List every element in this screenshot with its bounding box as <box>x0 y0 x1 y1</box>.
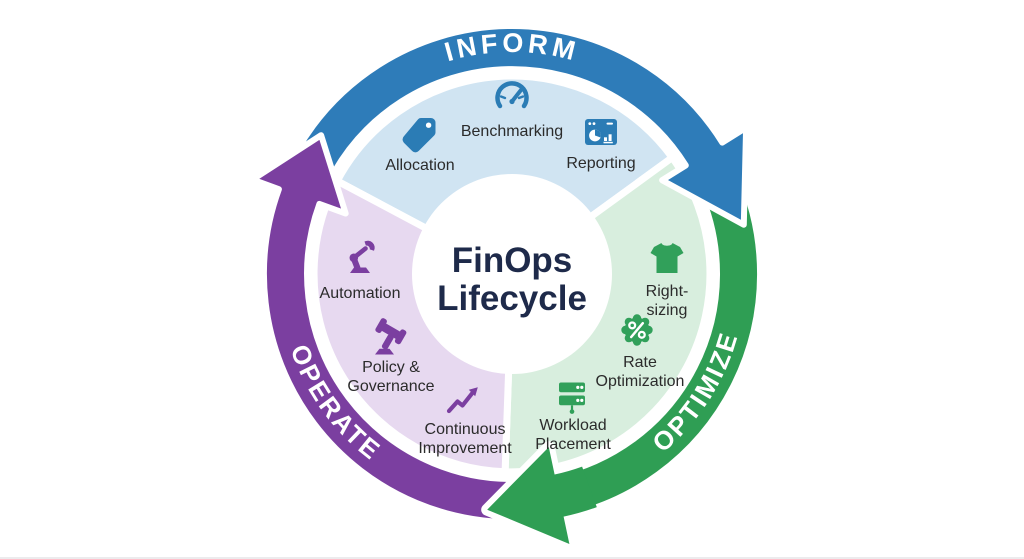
gauge-icon <box>495 81 529 109</box>
workload-placement-label-line1: Workload <box>539 417 606 434</box>
optimize-wedge <box>501 154 714 476</box>
item-reporting: Reporting <box>566 119 636 172</box>
policy-governance-label-line2: Governance <box>347 378 434 395</box>
inform-arrow-band <box>294 23 750 228</box>
policy-governance-label-line1: Policy & <box>362 359 420 376</box>
allocation-label: Allocation <box>385 157 454 174</box>
automation-label: Automation <box>320 285 401 302</box>
title-line2: Lifecycle <box>437 279 587 318</box>
right-sizing-label-line1: Right- <box>646 283 689 300</box>
right-sizing-label-line2: sizing <box>647 302 688 319</box>
item-rate-optimization: Rate Optimization <box>596 314 685 390</box>
item-policy-governance: Policy & Governance <box>347 318 435 395</box>
tshirt-icon <box>650 243 684 273</box>
item-allocation: Allocation <box>385 117 455 174</box>
gavel-icon <box>375 318 407 355</box>
trend-up-arrow-icon <box>446 387 478 414</box>
rate-optimization-label-line1: Rate <box>623 354 657 371</box>
workload-placement-label-line2: Placement <box>535 436 611 453</box>
tag-icon <box>402 117 436 153</box>
item-right-sizing: Right- sizing <box>646 243 689 319</box>
continuous-improvement-label-line1: Continuous <box>425 421 506 438</box>
robot-arm-icon <box>349 240 375 273</box>
percent-badge-icon <box>621 314 653 346</box>
item-automation: Automation <box>320 240 401 302</box>
item-workload-placement: Workload Placement <box>535 382 611 453</box>
operate-arrow-band <box>249 132 533 525</box>
server-icon <box>559 382 585 414</box>
continuous-improvement-label-line2: Improvement <box>418 440 512 457</box>
rate-optimization-label-line2: Optimization <box>596 373 685 390</box>
report-icon <box>585 119 617 145</box>
reporting-label: Reporting <box>566 155 635 172</box>
optimize-arrow-head <box>487 447 597 544</box>
image-bottom-edge <box>0 557 1024 559</box>
benchmarking-label: Benchmarking <box>461 123 563 140</box>
item-continuous-improvement: Continuous Improvement <box>418 387 512 457</box>
center-circle <box>412 174 612 374</box>
title-line1: FinOps <box>452 241 573 280</box>
item-benchmarking: Benchmarking <box>461 81 563 140</box>
center-title: FinOps Lifecycle <box>437 241 587 318</box>
